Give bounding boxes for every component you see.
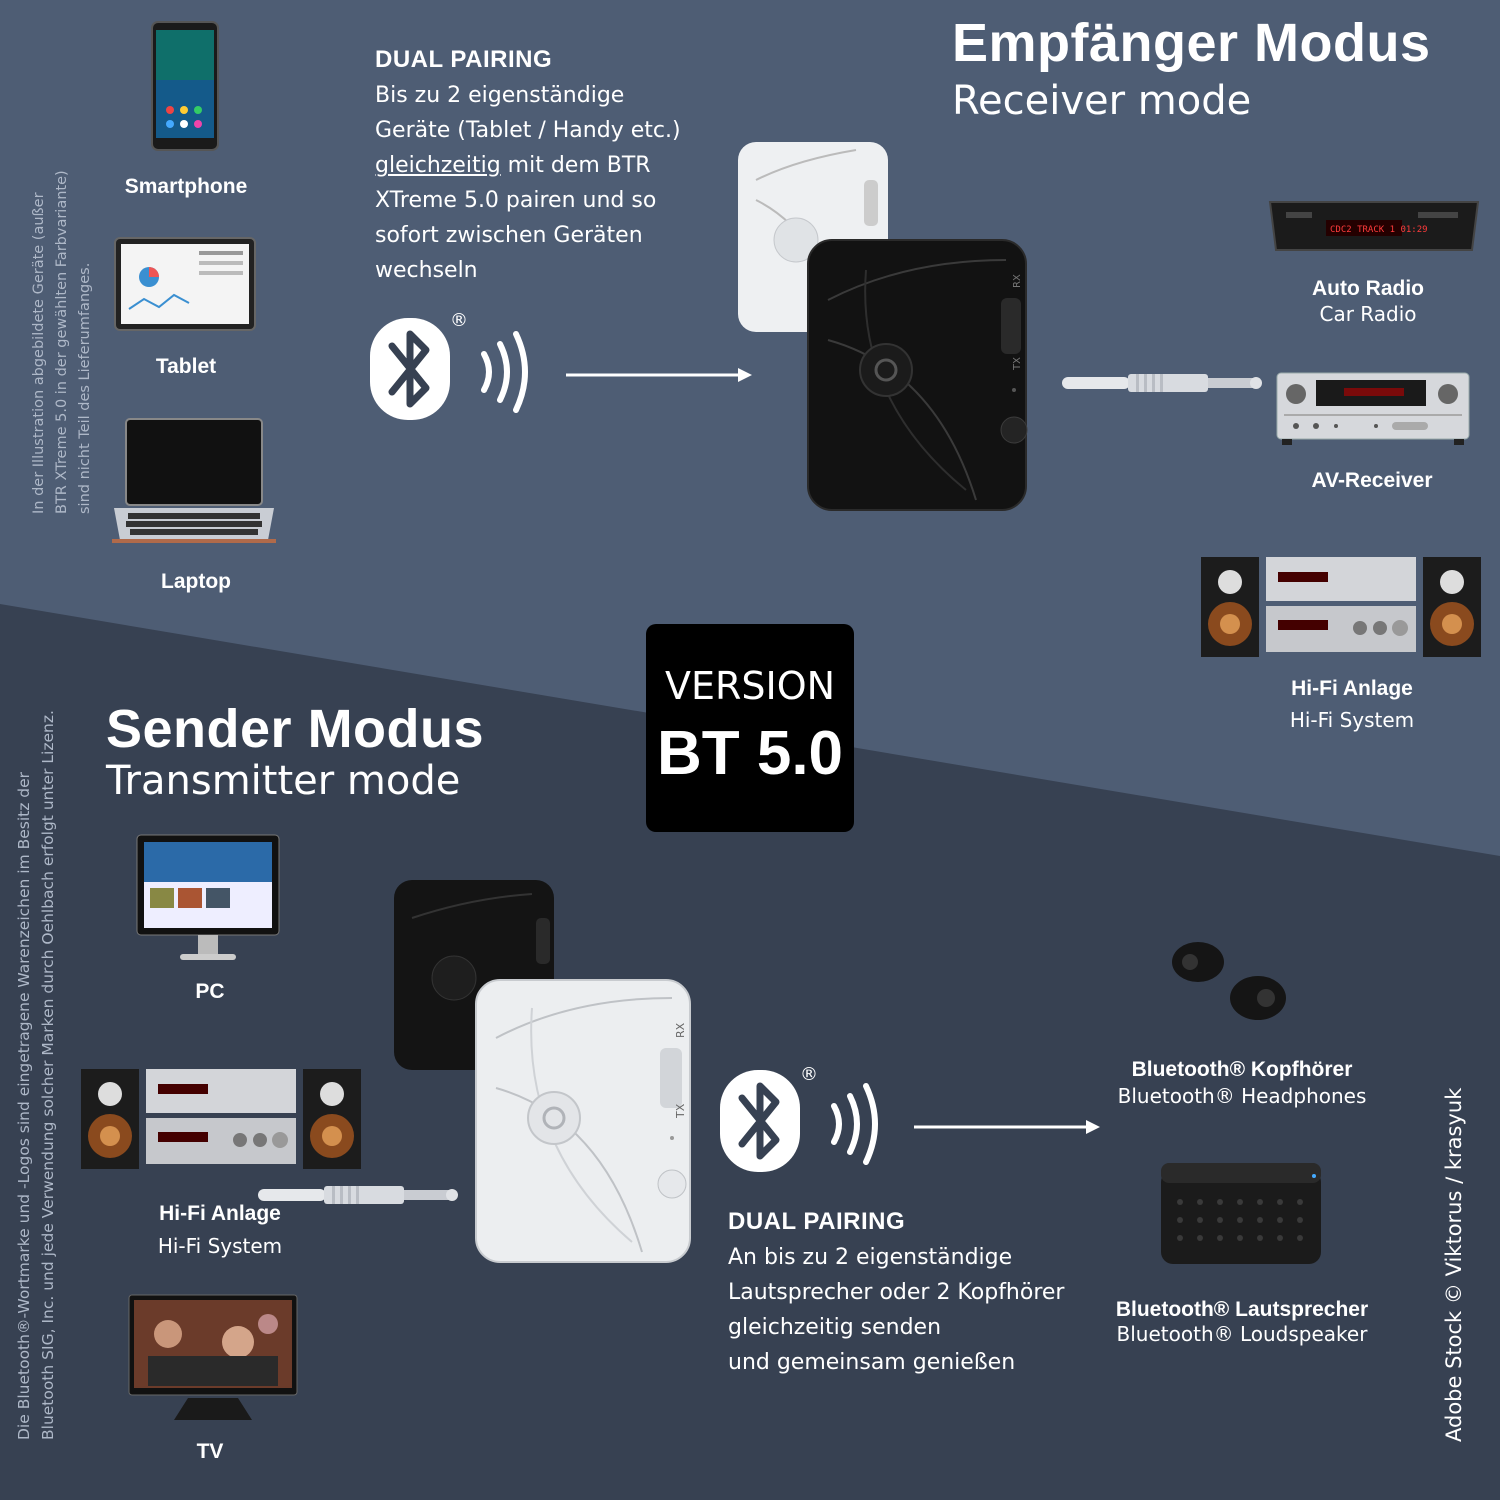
speaker-icon bbox=[1161, 1163, 1321, 1264]
receiver-pairing-body: Bis zu 2 eigenständige Geräte (Tablet / … bbox=[375, 78, 735, 288]
car-radio-display: CDC2 TRACK 1 01:29 bbox=[1330, 225, 1428, 235]
bluetooth-icon bbox=[370, 318, 528, 420]
pairing-line: gleichzeitig mit dem BTR bbox=[375, 153, 651, 178]
pairing-line: Lautsprecher oder 2 Kopfhörer bbox=[728, 1280, 1065, 1305]
pairing-line: sofort zwischen Geräten bbox=[375, 223, 643, 248]
btr-device-pair-transmitter bbox=[394, 880, 691, 1263]
pairing-line: Bis zu 2 eigenständige bbox=[375, 83, 625, 108]
hifi-system-icon bbox=[1201, 557, 1481, 657]
disclaimer-line: BTR XTreme 5.0 in der gewählten Farbvari… bbox=[54, 170, 70, 514]
pairing-line: XTreme 5.0 pairen und so bbox=[375, 188, 657, 213]
av-receiver-icon bbox=[1276, 372, 1470, 445]
btr-device-black bbox=[807, 239, 1028, 511]
disclaimer-line: sind nicht Teil des Lieferumfanges. bbox=[77, 262, 93, 514]
btr-device-pair-receiver: RX TX bbox=[738, 142, 1028, 511]
audio-cable-icon bbox=[258, 1186, 458, 1204]
transmitter-pairing-text: DUAL PAIRING An bis zu 2 eigenständige L… bbox=[728, 1208, 1108, 1380]
receiver-pairing-text: DUAL PAIRING Bis zu 2 eigenständige Gerä… bbox=[375, 46, 735, 288]
tx-hifi-label-de: Hi-Fi Anlage bbox=[159, 1202, 281, 1225]
tablet-label: Tablet bbox=[155, 355, 217, 378]
transmitter-subtitle: Transmitter mode bbox=[106, 758, 461, 804]
receiver-subtitle: Receiver mode bbox=[952, 78, 1252, 124]
tx-label: TX bbox=[674, 1103, 687, 1118]
disclaimer-line: In der Illustration abgebildete Geräte (… bbox=[31, 192, 47, 514]
pairing-line: An bis zu 2 eigenständige bbox=[728, 1245, 1013, 1270]
registered-mark: ® bbox=[450, 310, 468, 331]
earbuds-icon bbox=[1172, 942, 1286, 1020]
tv-icon bbox=[128, 1294, 298, 1420]
smartphone-icon bbox=[151, 21, 219, 151]
pairing-line: Geräte (Tablet / Handy etc.) bbox=[375, 118, 681, 143]
smartphone-label: Smartphone bbox=[124, 175, 248, 198]
car-radio-label-en: Car Radio bbox=[1319, 302, 1417, 326]
speaker-label-en: Bluetooth® Loudspeaker bbox=[1116, 1322, 1368, 1346]
image-credit: Adobe Stock © Viktorus / krasyuk bbox=[1442, 1087, 1466, 1442]
pc-monitor-icon bbox=[136, 834, 280, 960]
headphones-label-en: Bluetooth® Headphones bbox=[1117, 1084, 1367, 1108]
speaker-label-de: Bluetooth® Lautsprecher bbox=[1115, 1298, 1369, 1321]
disclaimer-top-left: In der Illustration abgebildete Geräte (… bbox=[28, 170, 97, 514]
hifi-label-en: Hi-Fi System bbox=[1289, 708, 1415, 732]
receiver-pairing-heading: DUAL PAIRING bbox=[375, 46, 553, 73]
version-badge: VERSION BT 5.0 bbox=[646, 624, 854, 832]
hifi-system-icon bbox=[81, 1069, 361, 1169]
av-receiver-label: AV-Receiver bbox=[1311, 469, 1433, 492]
pairing-line: wechseln bbox=[375, 258, 478, 283]
car-radio-icon: CDC2 TRACK 1 01:29 bbox=[1268, 201, 1480, 251]
car-radio-label-de: Auto Radio bbox=[1312, 277, 1424, 300]
pairing-line: gleichzeitig senden bbox=[728, 1315, 942, 1340]
registered-mark: ® bbox=[800, 1064, 818, 1085]
transmitter-pairing-body: An bis zu 2 eigenständige Lautsprecher o… bbox=[728, 1240, 1108, 1380]
arrow-right-icon bbox=[566, 368, 752, 382]
bluetooth-icon bbox=[720, 1070, 878, 1172]
disclaimer-line: Bluetooth SIG, Inc. und jede Verwendung … bbox=[39, 710, 57, 1440]
tx-label: TX bbox=[1012, 357, 1023, 371]
version-line2: BT 5.0 bbox=[656, 719, 844, 788]
transmitter-title: Sender Modus bbox=[106, 699, 485, 759]
audio-cable-icon bbox=[1062, 374, 1262, 392]
tv-label: TV bbox=[196, 1440, 224, 1463]
bottom-region bbox=[0, 604, 1500, 1500]
laptop-label: Laptop bbox=[161, 570, 231, 593]
pc-label: PC bbox=[195, 980, 225, 1003]
disclaimer-line: Die Bluetooth®-Wortmarke und -Logos sind… bbox=[15, 771, 33, 1440]
tablet-icon bbox=[114, 237, 256, 331]
receiver-title: Empfänger Modus bbox=[952, 13, 1431, 73]
btr-device-white bbox=[475, 979, 691, 1263]
transmitter-pairing-heading: DUAL PAIRING bbox=[728, 1208, 906, 1235]
rx-label: RX bbox=[1012, 274, 1023, 288]
rx-label: RX bbox=[674, 1022, 687, 1038]
laptop-icon bbox=[112, 418, 276, 543]
disclaimer-bottom-left: Die Bluetooth®-Wortmarke und -Logos sind… bbox=[12, 710, 60, 1440]
headphones-label-de: Bluetooth® Kopfhörer bbox=[1131, 1058, 1353, 1081]
pairing-line: und gemeinsam genießen bbox=[728, 1350, 1016, 1375]
tx-hifi-label-en: Hi-Fi System bbox=[157, 1234, 283, 1258]
version-line1: VERSION bbox=[664, 664, 836, 708]
hifi-label-de: Hi-Fi Anlage bbox=[1291, 677, 1413, 700]
arrow-right-icon bbox=[914, 1120, 1100, 1134]
